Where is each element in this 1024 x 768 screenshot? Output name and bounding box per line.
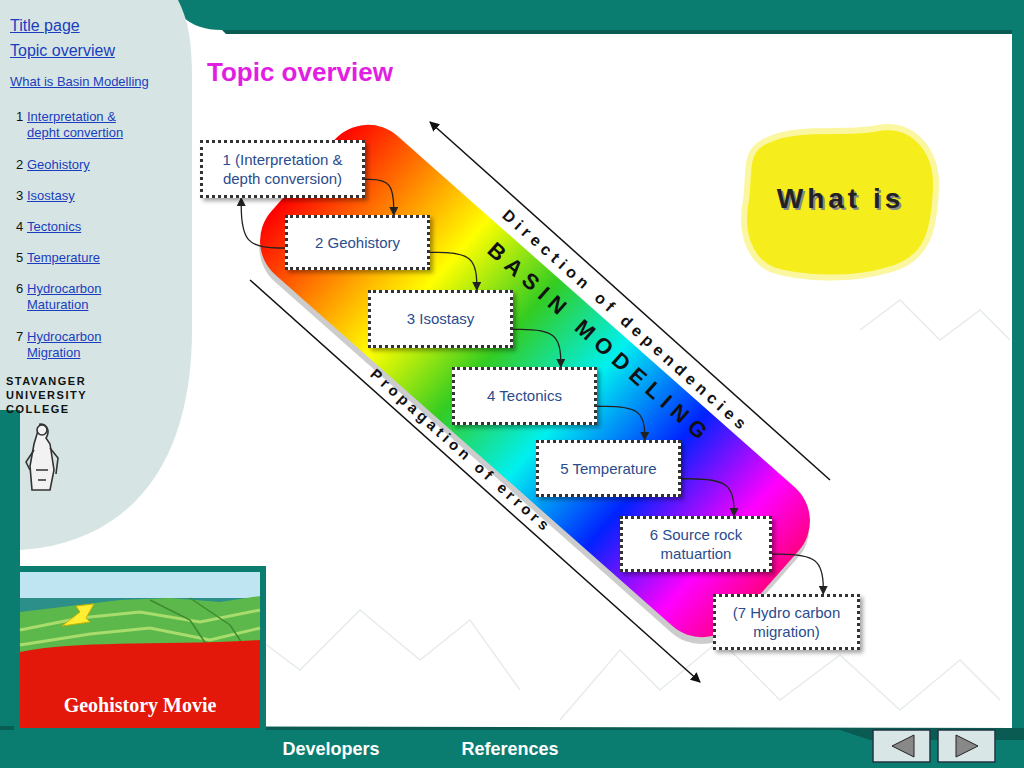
node-text: 2 Geohistory <box>315 233 400 253</box>
item-number: 2 <box>16 157 23 173</box>
nav-link: Topic overview <box>10 41 115 60</box>
movie-caption-box: Geohistory Movie <box>20 682 260 728</box>
item-number: 3 <box>16 188 23 204</box>
node-text: 5 Temperature <box>560 459 656 479</box>
geohistory-thumbnail <box>14 566 266 732</box>
node-text: 6 Source rock matuartion <box>631 525 761 564</box>
item-number: 4 <box>16 219 23 235</box>
dependency-connector <box>365 179 394 215</box>
footer-link: References <box>461 739 558 761</box>
process-box: 1 (Interpretation & depth conversion) <box>200 140 365 198</box>
dependency-connector <box>597 406 645 440</box>
dependency-connector <box>772 554 823 594</box>
blob-fill <box>744 127 936 277</box>
nav-link: What is Basin Modelling <box>10 74 149 90</box>
dependency-connector <box>513 329 561 367</box>
process-box: 3 Isostasy <box>368 290 513 348</box>
node-text: (7 Hydro carbon migration) <box>724 603 849 642</box>
nav-link: Hydrocarbon Maturation <box>27 281 122 312</box>
process-box: 4 Tectonics <box>452 367 597 425</box>
process-box: 2 Geohistory <box>285 215 430 270</box>
process-box: (7 Hydro carbon migration) <box>713 594 860 650</box>
college-name: STAVANGER UNIVERSITY COLLEGE <box>6 375 106 416</box>
nav-buttons <box>873 730 995 762</box>
item-number: 1 <box>16 109 23 125</box>
nav-link: Tectonics <box>27 219 81 235</box>
college-emblem <box>26 424 58 490</box>
footer-link: Developers <box>282 739 379 761</box>
process-box: 5 Temperature <box>536 440 681 497</box>
top-bar <box>160 0 1024 30</box>
dependency-connector <box>430 252 477 290</box>
nav-link: Hydrocarbon Migration <box>27 329 122 360</box>
item-number: 6 <box>16 281 23 297</box>
right-edge <box>1012 30 1024 730</box>
item-number: 5 <box>16 250 23 266</box>
nav-link: Temperature <box>27 250 100 266</box>
dependency-connector <box>681 479 734 516</box>
slide-title: Topic overview <box>207 57 393 88</box>
item-number: 7 <box>16 329 23 345</box>
dependency-connector <box>241 198 285 248</box>
node-text: 4 Tectonics <box>487 386 562 406</box>
node-text: Geohistory Movie <box>64 694 217 717</box>
node-text: 1 (Interpretation & depth conversion) <box>211 150 354 189</box>
node-text: What is <box>777 183 905 215</box>
nav-link: Interpretation & depht convertion <box>27 109 145 140</box>
nav-link: Geohistory <box>27 157 90 173</box>
process-box: 6 Source rock matuartion <box>620 516 772 572</box>
node-text: 3 Isostasy <box>407 309 475 329</box>
top-bar-edge <box>222 30 1024 34</box>
highlight-blob: What is <box>738 120 943 285</box>
sidebar-panel <box>0 0 192 552</box>
nav-link: Isostasy <box>27 188 75 204</box>
nav-link: Title page <box>10 16 80 35</box>
